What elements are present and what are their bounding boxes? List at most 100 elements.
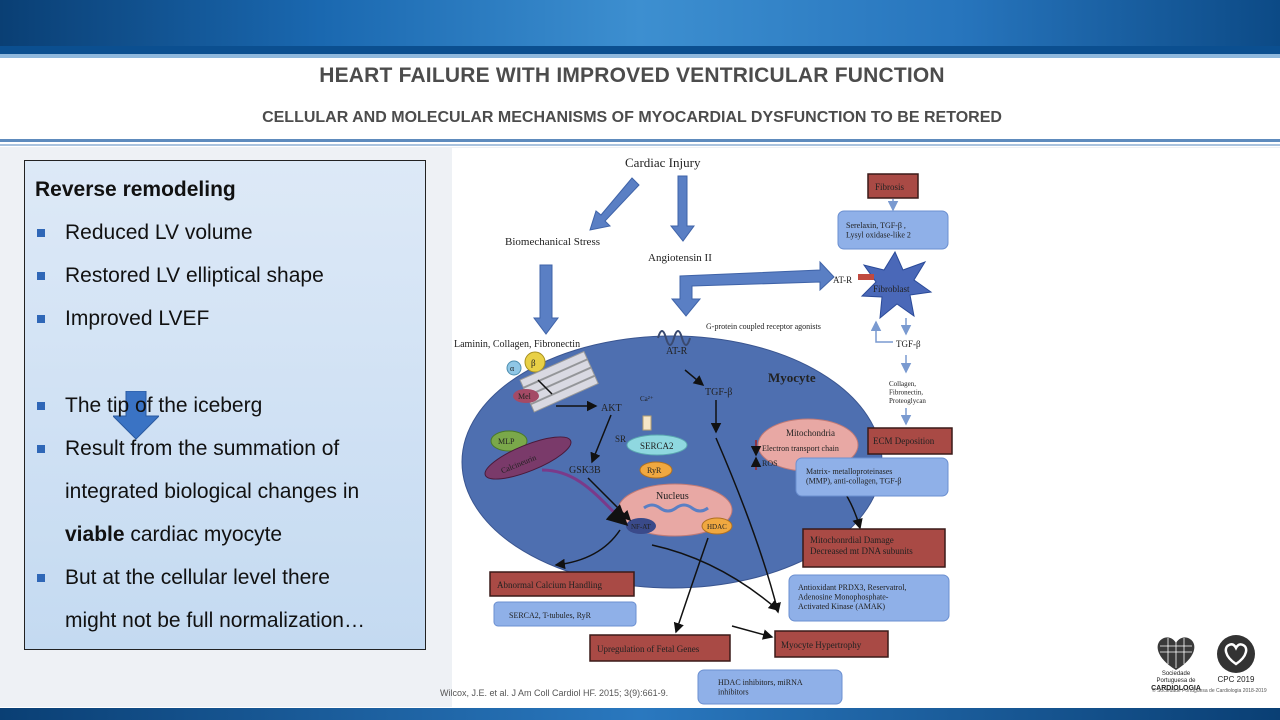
arrow-to-calcium [554,529,621,570]
cpc-heart-logo-icon [1217,635,1255,673]
calcium-label: Abnormal Calcium Handling [497,580,602,590]
serca2-node [626,434,688,456]
bullet-item: Restored LV elliptical shape [37,264,324,288]
bullet-text: cardiac myocyte [124,523,283,546]
sarcomere-structure [519,350,599,413]
arrow-fetal-hypertrophy [731,625,774,640]
melusin-label: Mel [518,392,532,401]
bullet-marker [37,315,45,323]
bullet-marker [37,574,45,582]
serca2-label: SERCA2 [640,441,674,451]
cardiac-injury-label: Cardiac Injury [625,155,701,170]
bullet-emphasis: viable [65,523,125,546]
bullet-item: Reduced LV volume [37,221,253,245]
footer-banner [0,708,1280,720]
fibrosis-box [867,173,919,199]
ryr-node [639,461,673,479]
ros-label: ROS [762,459,778,468]
bullet-continuation: integrated biological changes in [65,480,359,504]
title-divider-thin [0,144,1280,146]
calcium-box [489,571,635,597]
nfat-node [626,518,656,534]
bullet-text: might not be full normalization… [65,609,365,632]
collagen-label: Collagen,Fibronectin,Proteoglycan [889,380,926,405]
hypertrophy-label: Myocyte Hypertrophy [781,640,862,650]
bullet-text: Result from the summation of [65,437,340,460]
atr-fib-label: AT-R [833,275,852,285]
myocyte-label: Myocyte [768,370,816,385]
dna-icon [643,503,709,513]
arrow-tgfb-hypertrophy [715,437,781,614]
atr-fibroblast-receptor [858,274,874,280]
pathway-figure: .t { font-family:"Liberation Serif", ser… [452,148,1280,710]
arrow-stress-down [533,264,559,335]
fibroblast-label: Fibroblast [873,284,910,294]
gsk3b-label: GSK3B [569,465,601,476]
serelaxin-label: Serelaxin, TGF-β ,Lysyl oxidase-like 2 [846,221,911,240]
melusin-node [513,389,539,403]
bullet-text: The tip of the iceberg [65,394,263,417]
serca-tubules-label: SERCA2, T-tubules, RyR [509,611,592,620]
serelaxin-box [837,210,949,250]
atr-receptor-icon [657,330,691,346]
nucleus-label: Nucleus [656,491,689,502]
hypertrophy-box [774,630,889,658]
tgfb-cell-label: TGF-β [705,387,732,398]
beta-label: β [531,358,536,368]
bullet-marker [37,402,45,410]
citation: Wilcox, J.E. et al. J Am Coll Cardiol HF… [440,688,669,698]
reverse-remodeling-box: Reverse remodeling Reduced LV volume Res… [24,160,426,650]
bullet-item: The tip of the iceberg [37,394,263,418]
calcineurin-node [484,436,572,480]
title-divider [0,139,1280,142]
ca-channel [642,415,652,431]
gpcr-label: G-protein coupled receptor agonists [706,322,821,331]
mito-damage-box [802,528,946,568]
ca-label: Ca²⁺ [640,395,654,403]
bullet-marker [37,272,45,280]
arrow-atr-tgfb [684,369,705,386]
spc-big-text: CARDIOLOGIA [1151,685,1201,692]
bullet-marker [37,229,45,237]
spc-small-text: Sociedade Portuguesa de [1156,671,1196,684]
bullet-text: Restored LV elliptical shape [65,264,324,287]
mmp-box [795,457,949,497]
angiotensin-label: Angiotensin II [648,252,712,264]
atr-label: AT-R [666,346,688,357]
cpc-label: CPC 2019 [1217,675,1255,684]
serca-tubules-box [493,601,637,627]
pathway-diagram: .t { font-family:"Liberation Serif", ser… [454,155,953,705]
fibroblast-node [860,250,933,320]
antioxidant-label: Antioxidant PRDX3, Reservatrol,Adenosine… [798,583,906,611]
spc-logo-text: Sociedade Portuguesa de CARDIOLOGIA [1148,671,1204,693]
mmp-label: Matrix- metalloproteinases(MMP), anti-co… [806,467,901,486]
laminin-label: Laminin, Collagen, Fibronectin [454,339,580,350]
sr-label: SR [615,434,626,444]
bullet-text: Reduced LV volume [65,221,253,244]
down-arrow-icon [113,391,159,440]
hdac-label: HDAC [707,523,727,531]
arrow-gsk3b-nfat [587,477,632,522]
hdac-inhibitors-box [697,669,843,705]
fibrosis-label: Fibrosis [875,182,905,192]
bullet-item: Result from the summation of [37,437,340,461]
bullet-text: integrated biological changes in [65,480,360,503]
hdac-node [701,517,733,535]
ryr-label: RyR [647,466,662,475]
bullet-continuation: might not be full normalization… [65,609,365,633]
bullet-continuation: viable cardiac myocyte [65,523,282,547]
bullet-text: But at the cellular level there [65,566,330,589]
beta-subunit [524,351,546,373]
fetal-genes-label: Upregulation of Fetal Genes [597,644,700,654]
akt-label: AKT [601,403,622,414]
copyright-text: © Sociedade Portuguesa de Cardiologia 20… [1152,688,1267,694]
tgfb-fib-label: TGF-β [896,339,921,349]
bullet-marker [37,445,45,453]
box-heading: Reverse remodeling [35,178,236,201]
mlp-node [490,430,528,452]
ecm-box [867,427,953,455]
header-strip [0,54,1280,58]
nfat-label: NF-AT [631,523,652,531]
